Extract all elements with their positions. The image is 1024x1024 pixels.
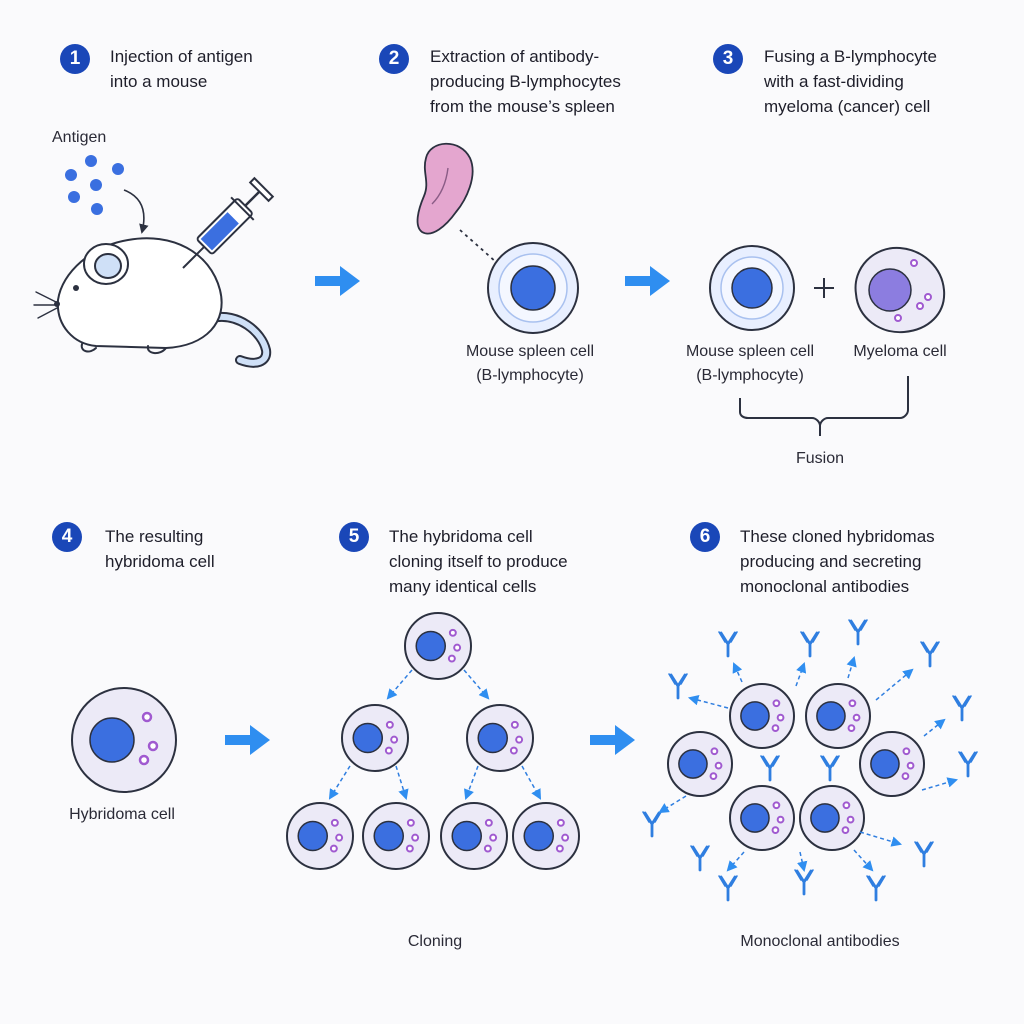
plus-icon (814, 278, 834, 298)
b-lymphocyte-cell (487, 242, 579, 334)
clone-cell-gen1 (466, 704, 534, 772)
myeloma-caption: Myeloma cell (853, 343, 947, 360)
secretion-arrow (875, 668, 914, 701)
myeloma-cell (854, 246, 946, 334)
clone-arrow (395, 765, 409, 801)
secretion-arrow (658, 795, 687, 814)
antibody-icon (717, 874, 739, 902)
step-4-badge: 4 (52, 522, 82, 552)
secretion-arrow (795, 662, 807, 687)
clone-cell-gen1 (341, 704, 409, 772)
antibody-icon (865, 874, 887, 902)
hybridoma-caption: Hybridoma cell (69, 806, 175, 823)
antigen-arrow (123, 189, 149, 234)
secretion-arrow (726, 851, 745, 872)
step-2-title: Extraction of antibody-producing B-lymph… (430, 47, 621, 116)
antibody-icon (957, 750, 979, 778)
spleen-icon (416, 142, 474, 235)
antibody-icon (913, 840, 935, 868)
secretion-arrow (859, 831, 903, 847)
mouse-icon (33, 237, 272, 368)
antibody-icon (847, 618, 869, 646)
clone-cell-gen2 (362, 802, 430, 870)
antibodies-caption: Monoclonal antibodies (740, 933, 900, 950)
clone-cell-gen2 (286, 802, 354, 870)
syringe-icon (182, 176, 275, 269)
secreting-hybridoma-cell (667, 731, 733, 797)
antibody-icon (951, 694, 973, 722)
step-6-badge: 6 (690, 522, 720, 552)
antigen-particles (65, 155, 124, 215)
antibody-cloud (641, 618, 979, 902)
step-2-badge: 2 (379, 44, 409, 74)
antigen-label: Antigen (52, 129, 107, 146)
fusion-caption: Fusion (795, 450, 845, 467)
secretion-arrow (921, 777, 959, 791)
clone-cell-gen2 (512, 802, 580, 870)
process-arrows (225, 266, 670, 755)
secreting-hybridoma-cell (805, 683, 871, 749)
secretion-arrow (923, 718, 946, 737)
cloning-caption: Cloning (407, 933, 463, 950)
clone-arrow (464, 765, 479, 800)
antibody-icon (641, 810, 663, 838)
clone-arrow (386, 669, 413, 700)
secretion-arrow (797, 851, 808, 873)
antibody-icon (793, 868, 815, 896)
secreting-hybridoma-cell (799, 785, 865, 851)
fusion-bracket (739, 376, 909, 436)
secreting-hybridoma-cell (859, 731, 925, 797)
secretion-arrow (846, 655, 857, 679)
antibody-icon (919, 640, 941, 668)
antibody-icon (667, 672, 689, 700)
clone-tree (286, 612, 580, 870)
antibody-icon (717, 630, 739, 658)
secretion-arrow (732, 662, 743, 683)
secreting-hybridoma-cell (729, 683, 795, 749)
secreting-hybridoma-cell (729, 785, 795, 851)
clone-arrow (463, 669, 490, 700)
clone-cell-parent (404, 612, 472, 680)
step-1-badge: 1 (60, 44, 90, 74)
clone-cell-gen2 (440, 802, 508, 870)
step-5-badge: 5 (339, 522, 369, 552)
spleen-cell-caption-fusion: Mouse spleen cell(B-lymphocyte) (685, 343, 815, 384)
antibody-icon (689, 844, 711, 872)
b-lymphocyte-cell-fusion (709, 245, 795, 331)
hybridoma-cell (71, 687, 177, 793)
antibody-icon (799, 630, 821, 658)
clone-arrow (328, 765, 351, 800)
step-3-badge: 3 (713, 44, 743, 74)
antibody-icon (819, 754, 841, 782)
secretion-arrow (853, 849, 874, 872)
spleen-cell-caption: Mouse spleen cell(B-lymphocyte) (465, 343, 595, 384)
secretion-arrow (687, 695, 729, 709)
antibody-icon (759, 754, 781, 782)
clone-arrow (521, 765, 542, 800)
